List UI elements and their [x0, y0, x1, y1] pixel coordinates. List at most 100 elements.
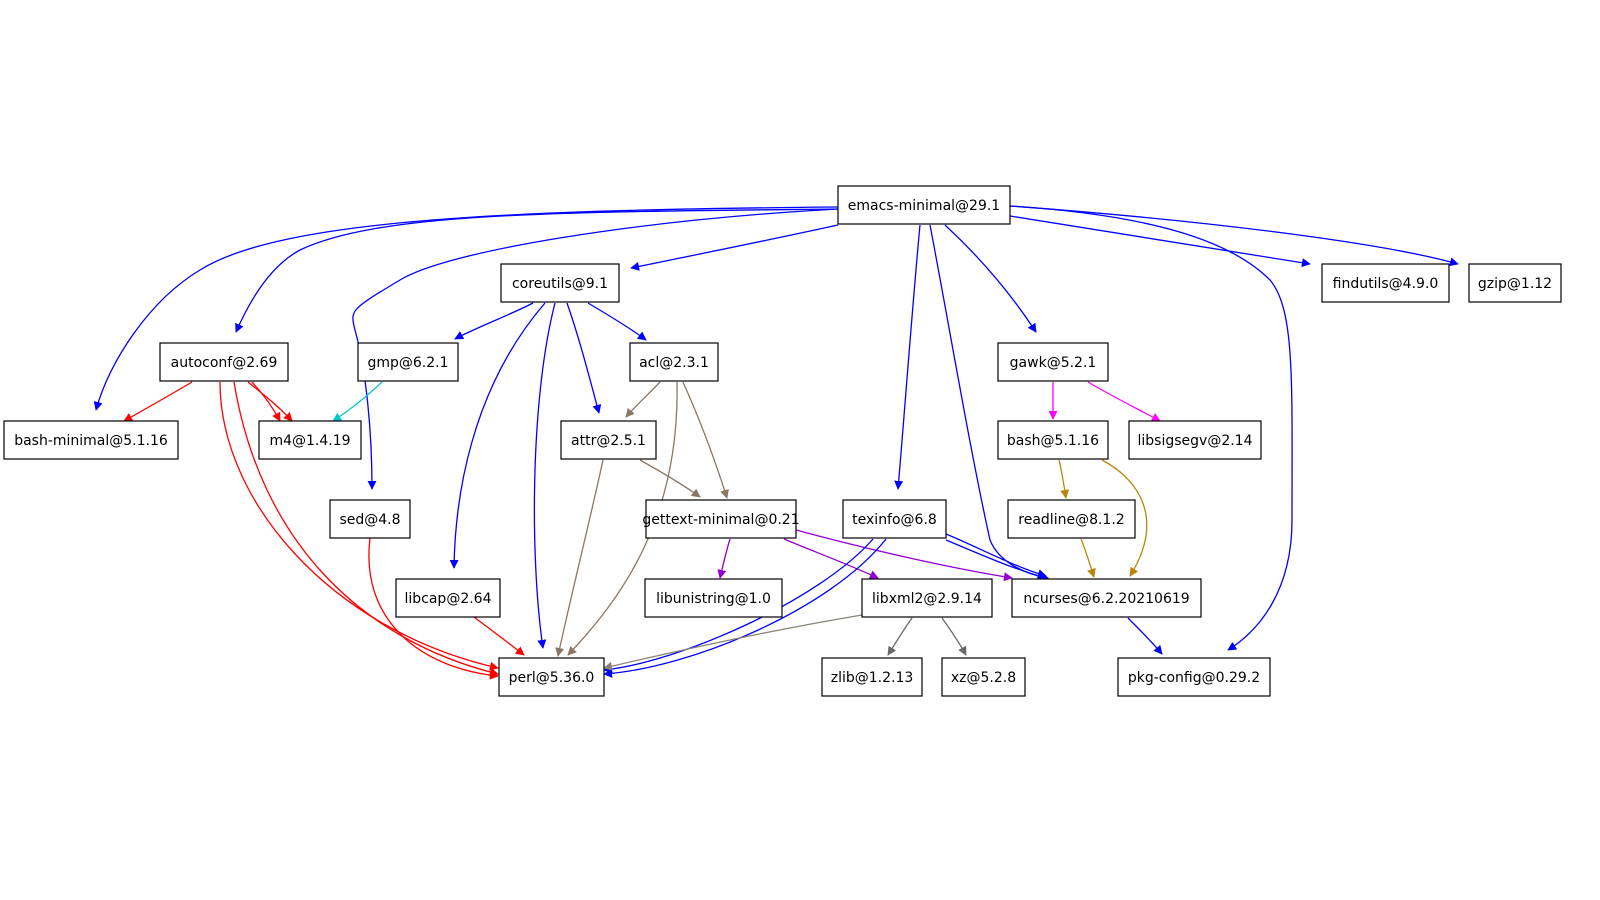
edge-emacs-to-gawk: [944, 224, 1037, 333]
node-label: sed@4.8: [339, 512, 400, 528]
node-gawk: gawk@5.2.1: [997, 342, 1109, 382]
edge-attr-to-gettext: [639, 459, 701, 498]
edge-autoconf-to-bashmin: [123, 381, 193, 422]
node-label: gawk@5.2.1: [1010, 355, 1097, 371]
edge-sed-to-perl: [368, 537, 499, 680]
node-libsigsegv: libsigsegv@2.14: [1128, 420, 1262, 460]
node-box: [997, 420, 1109, 460]
node-box: [560, 420, 657, 460]
node-libunistring: libunistring@1.0: [644, 578, 783, 618]
edge-libxml2-to-zlib: [887, 617, 913, 656]
edge-ncurses-to-pkgconfig: [1127, 617, 1163, 655]
edge-coreutils-to-libcap: [449, 302, 546, 569]
edge-autoconf-to-m4: [251, 381, 281, 422]
edge-gawk-to-libsigsegv: [1087, 381, 1161, 422]
node-label: acl@2.3.1: [639, 355, 709, 371]
node-box: [498, 657, 605, 697]
node-libxml2: libxml2@2.9.14: [861, 578, 993, 618]
node-label: m4@1.4.19: [269, 433, 350, 449]
node-label: coreutils@9.1: [512, 276, 608, 292]
node-libcap: libcap@2.64: [395, 578, 501, 618]
edge-readline-to-ncurses: [1080, 538, 1096, 578]
node-findutils: findutils@4.9.0: [1321, 263, 1450, 303]
edge-bash-to-readline: [1058, 459, 1070, 499]
edge-coreutils-to-gmp: [454, 302, 534, 340]
node-box: [997, 342, 1109, 382]
node-m4: m4@1.4.19: [258, 420, 362, 460]
edge-acl-to-attr: [625, 381, 661, 418]
edge-attr-to-perl: [555, 459, 604, 657]
node-box: [644, 578, 783, 618]
node-box: [1007, 499, 1136, 539]
edge-libxml2-to-xz: [941, 617, 967, 656]
node-label: readline@8.1.2: [1018, 512, 1124, 528]
node-label: libsigsegv@2.14: [1138, 433, 1253, 449]
node-bash: bash@5.1.16: [997, 420, 1109, 460]
node-label: perl@5.36.0: [509, 670, 595, 686]
node-box: [1468, 263, 1562, 303]
node-label: libunistring@1.0: [656, 591, 771, 607]
edge-emacs-to-bashmin: [93, 206, 839, 411]
node-label: pkg-config@0.29.2: [1128, 670, 1260, 686]
edge-libxml2-to-perl: [603, 614, 863, 671]
edge-texinfo-to-perl: [603, 538, 887, 678]
edge-bash-to-ncurses: [1101, 459, 1148, 577]
edge-texinfo-to-ncurses: [945, 539, 1047, 581]
edge-autoconf-to-m4: [247, 381, 293, 422]
edge-autoconf-to-perl: [219, 381, 499, 671]
node-box: [629, 342, 719, 382]
node-bashmin: bash-minimal@5.1.16: [3, 420, 179, 460]
edge-emacs-to-gzip: [1009, 205, 1459, 267]
edge-gettext-to-ncurses: [795, 529, 1013, 582]
edges-layer: [93, 205, 1459, 680]
edge-acl-to-perl: [567, 381, 678, 656]
node-label: attr@2.5.1: [571, 433, 646, 449]
node-perl: perl@5.36.0: [498, 657, 605, 697]
node-label: xz@5.2.8: [951, 670, 1016, 686]
node-gmp: gmp@6.2.1: [357, 342, 459, 382]
node-label: emacs-minimal@29.1: [848, 198, 1000, 214]
node-box: [1117, 657, 1271, 697]
node-box: [861, 578, 993, 618]
node-label: ncurses@6.2.20210619: [1023, 591, 1189, 607]
node-box: [3, 420, 179, 460]
node-autoconf: autoconf@2.69: [159, 342, 289, 382]
node-label: libcap@2.64: [404, 591, 491, 607]
edge-coreutils-to-perl: [533, 302, 556, 649]
edge-acl-to-gettext: [682, 381, 729, 499]
nodes-layer: emacs-minimal@29.1 coreutils@9.1 findutils…: [3, 185, 1562, 697]
node-emacs: emacs-minimal@29.1: [837, 185, 1011, 225]
node-label: gzip@1.12: [1478, 276, 1552, 292]
edge-coreutils-to-attr: [566, 302, 602, 414]
node-box: [821, 657, 923, 697]
node-label: autoconf@2.69: [171, 355, 278, 371]
node-xz: xz@5.2.8: [941, 657, 1026, 697]
node-pkgconfig: pkg-config@0.29.2: [1117, 657, 1271, 697]
node-box: [500, 263, 620, 303]
edge-emacs-to-findutils: [1009, 215, 1311, 268]
node-box: [1321, 263, 1450, 303]
edge-coreutils-to-acl: [587, 302, 647, 341]
node-label: findutils@4.9.0: [1333, 276, 1439, 292]
edge-libcap-to-perl: [473, 616, 525, 656]
node-box: [395, 578, 501, 618]
edge-gmp-to-m4: [332, 381, 383, 422]
node-gzip: gzip@1.12: [1468, 263, 1562, 303]
node-box: [357, 342, 459, 382]
edge-emacs-to-pkgconfig: [1009, 205, 1293, 651]
node-box: [941, 657, 1026, 697]
edge-texinfo-to-ncurses: [945, 533, 1047, 578]
node-label: texinfo@6.8: [852, 512, 937, 528]
node-box: [842, 499, 947, 539]
node-label: gettext-minimal@0.21: [642, 512, 799, 528]
edge-emacs-to-texinfo: [894, 224, 921, 490]
node-label: zlib@1.2.13: [831, 670, 914, 686]
node-box: [1011, 578, 1202, 618]
node-acl: acl@2.3.1: [629, 342, 719, 382]
node-ncurses: ncurses@6.2.20210619: [1011, 578, 1202, 618]
edge-emacs-to-sed: [352, 208, 839, 490]
edge-gettext-to-libunistring: [717, 538, 731, 579]
edge-texinfo-to-perl: [603, 538, 874, 674]
node-box: [645, 499, 797, 539]
